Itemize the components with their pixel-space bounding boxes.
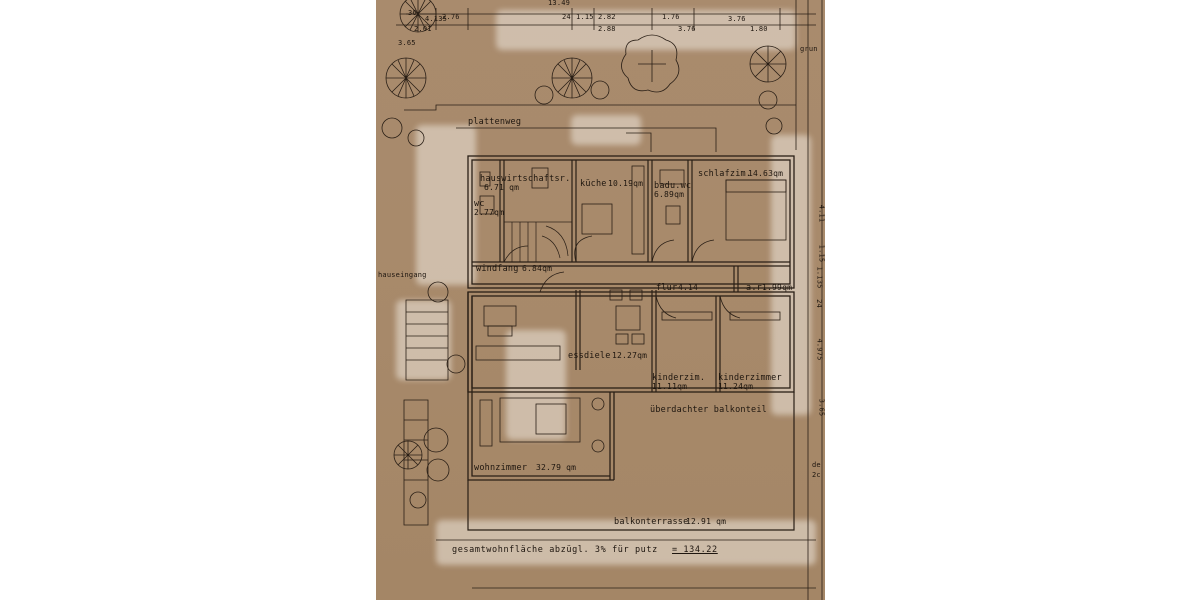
correction-wash (416, 125, 476, 285)
room-area: 2.77qm (474, 208, 505, 217)
correction-wash (396, 300, 451, 380)
room-name: badu.wc (654, 181, 692, 191)
dim-label: 24 (562, 13, 571, 21)
dim-label: 2.01 (414, 25, 432, 33)
room-area: 6.89qm (654, 190, 685, 199)
room-name: kinderzim. (652, 373, 706, 383)
room-name: schlafzim. (698, 169, 752, 179)
tree-icon (385, 57, 427, 99)
room-area: 11.24qm (718, 382, 754, 391)
floor-plan-drawing (381, 0, 823, 600)
room-area: 6.84qm (522, 264, 553, 273)
room-area: 6.71 qm (484, 183, 520, 192)
room-name: a.r. (746, 283, 768, 293)
dim-label: 1.15 (576, 13, 594, 21)
room-name: wohnzimmer (474, 463, 528, 473)
room-name: hauswirtschaftsr. (480, 174, 571, 184)
dim-label: 24 (814, 299, 823, 308)
correction-wash (436, 520, 816, 565)
correction-wash (771, 135, 811, 415)
floor-plan-sheet: 4.135 2.76 24 1.15 2.82 2.88 1.76 3.76 3… (376, 0, 825, 600)
room-area: 32.79 qm (536, 463, 577, 472)
dim-label: 4.11 (817, 204, 825, 223)
tree-icon (393, 440, 423, 470)
room-name: wc (474, 199, 485, 209)
top-right-label: grun (800, 45, 818, 53)
room-name: kinderzimmer (718, 373, 782, 383)
tree-icon (399, 0, 437, 33)
room-area: 11.11qm (652, 382, 688, 391)
dim-label: 1.80 (750, 25, 768, 33)
dim-label: 1.76 (662, 13, 680, 21)
dim-label: 1.15 (817, 244, 825, 263)
right-edge-label: de (812, 461, 821, 469)
room-area: 12.27qm (612, 351, 648, 360)
total-area-label: gesamtwohnfläche abzügl. 3% für putz (452, 545, 658, 555)
room-area: 14.63qm (748, 169, 784, 178)
room-name: küche (580, 179, 607, 189)
room-name: balkonterrasse (614, 517, 689, 527)
room-area: 12.91 qm (686, 517, 727, 526)
dim-label: 4.135 (425, 15, 448, 23)
room-name: flur (656, 283, 678, 293)
dim-label: 2.88 (598, 25, 616, 33)
correction-wash (496, 10, 796, 50)
room-name: überdachter balkonteil (650, 405, 767, 415)
path-label: plattenweg (468, 117, 522, 127)
correction-wash (571, 115, 641, 145)
dim-label: 4.975 (815, 338, 824, 361)
dim-label: 13.49 (548, 0, 571, 7)
total-area-value: = 134.22 (672, 545, 718, 555)
dim-label: 2.76 (442, 13, 460, 21)
dim-label: 3.76 (678, 25, 696, 33)
tree-icon (551, 57, 593, 99)
dim-label: 1.135 (815, 266, 824, 289)
dim-label: 3.65 (817, 398, 825, 417)
room-name: essdiele (568, 351, 611, 361)
leafy-tree-icon (621, 34, 680, 93)
dim-label: 36 (408, 9, 417, 17)
room-name: windfang (476, 264, 519, 274)
dim-label: 3.65 (398, 39, 416, 47)
room-area: 1.99qm (762, 283, 793, 292)
room-area: 10.19qm (608, 179, 644, 188)
entrance-label: hauseingang (378, 271, 427, 279)
dim-label: 2.82 (598, 13, 616, 21)
room-area: 4.14 (678, 283, 699, 292)
dim-label: 3.76 (728, 15, 746, 23)
tree-icon (749, 45, 787, 83)
right-edge-label: 2c (812, 471, 821, 479)
